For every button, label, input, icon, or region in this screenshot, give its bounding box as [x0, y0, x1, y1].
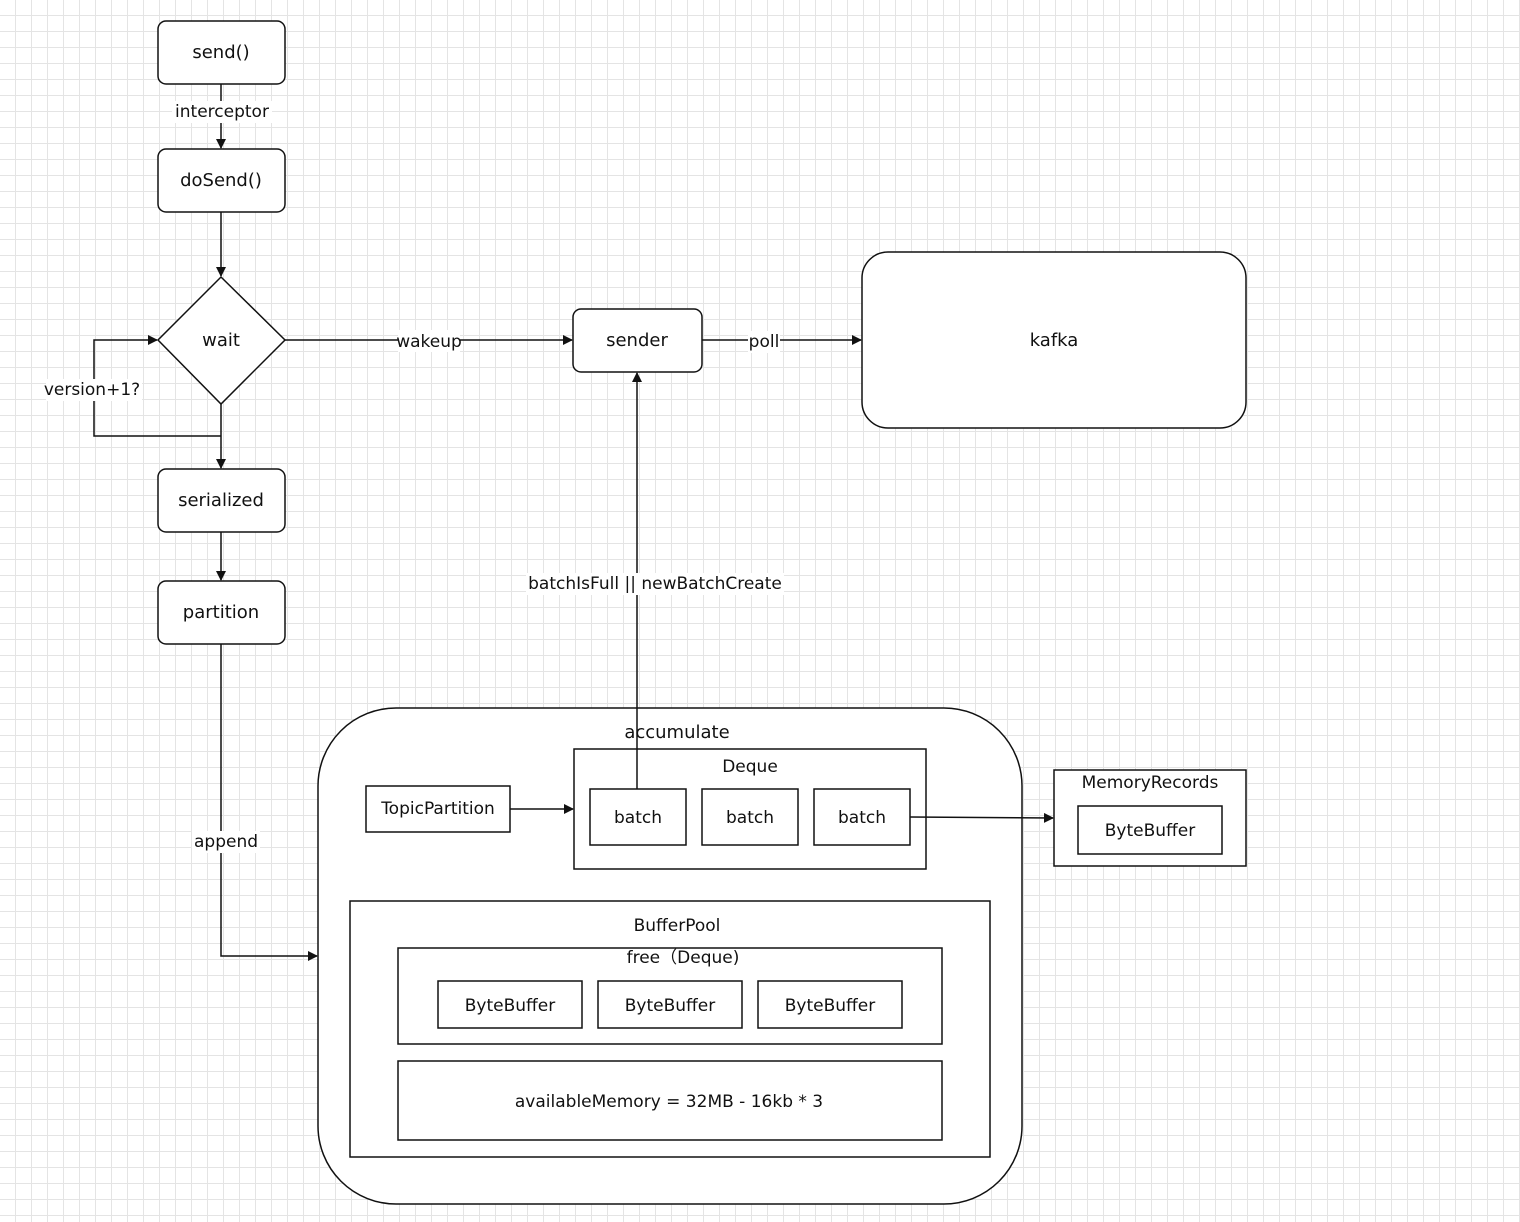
available-memory-label: availableMemory = 32MB - 16kb * 3 — [515, 1092, 823, 1112]
edge-batch-to-memory-records — [909, 812, 1054, 823]
accumulate-label: accumulate — [624, 722, 729, 743]
node-wait-label: wait — [202, 330, 240, 351]
node-kafka: kafka — [861, 251, 1247, 429]
free-bytebuffer-label: ByteBuffer — [785, 996, 875, 1016]
node-topic-partition: TopicPartition — [365, 785, 511, 833]
node-partition: partition — [157, 580, 286, 645]
batch-label: batch — [614, 808, 662, 828]
free-bytebuffer: ByteBuffer — [437, 980, 583, 1029]
edge-send-to-dosend: interceptor — [172, 84, 272, 149]
edge-batch-to-sender: batchIsFull || newBatchCreate — [526, 372, 784, 789]
edge-label-append: append — [194, 832, 258, 852]
batch-item: batch — [589, 788, 687, 846]
node-dosend-label: doSend() — [180, 170, 262, 191]
free-bytebuffer-label: ByteBuffer — [625, 996, 715, 1016]
edge-label-version: version+1? — [44, 380, 140, 400]
edge-append: append — [192, 644, 318, 961]
node-wait: wait — [156, 275, 287, 406]
node-partition-label: partition — [183, 602, 259, 623]
batch-item: batch — [813, 788, 911, 846]
free-bytebuffer: ByteBuffer — [597, 980, 743, 1029]
free-deque-label: free（Deque) — [627, 948, 740, 968]
edge-poll: poll — [702, 331, 862, 353]
node-available-memory: availableMemory = 32MB - 16kb * 3 — [397, 1060, 943, 1141]
node-sender: sender — [572, 308, 703, 373]
edge-wakeup: wakeup — [285, 330, 573, 352]
node-send: send() — [157, 20, 286, 85]
node-dosend: doSend() — [157, 148, 286, 213]
batch-item: batch — [701, 788, 799, 846]
edge-label-interceptor: interceptor — [175, 102, 269, 122]
free-bytebuffer: ByteBuffer — [757, 980, 903, 1029]
edge-label-wakeup: wakeup — [396, 332, 462, 352]
free-bytebuffer-label: ByteBuffer — [465, 996, 555, 1016]
batch-label: batch — [838, 808, 886, 828]
deque-label: Deque — [722, 757, 778, 777]
node-serialized: serialized — [157, 468, 286, 533]
edge-label-batch-trigger: batchIsFull || newBatchCreate — [528, 574, 782, 594]
node-kafka-label: kafka — [1030, 330, 1079, 351]
memory-records-bytebuffer-label: ByteBuffer — [1105, 821, 1195, 841]
topic-partition-label: TopicPartition — [380, 799, 495, 819]
node-sender-label: sender — [606, 330, 668, 351]
memory-records-label: MemoryRecords — [1082, 773, 1219, 793]
batch-label: batch — [726, 808, 774, 828]
edges: interceptor version+1? append wakeup — [44, 84, 862, 961]
edge-version-loop: version+1? — [44, 335, 221, 437]
buffer-pool-label: BufferPool — [634, 916, 721, 936]
node-serialized-label: serialized — [178, 490, 264, 511]
node-send-label: send() — [192, 42, 249, 63]
node-memory-records: MemoryRecords ByteBuffer — [1053, 769, 1247, 867]
edge-label-poll: poll — [749, 332, 780, 352]
